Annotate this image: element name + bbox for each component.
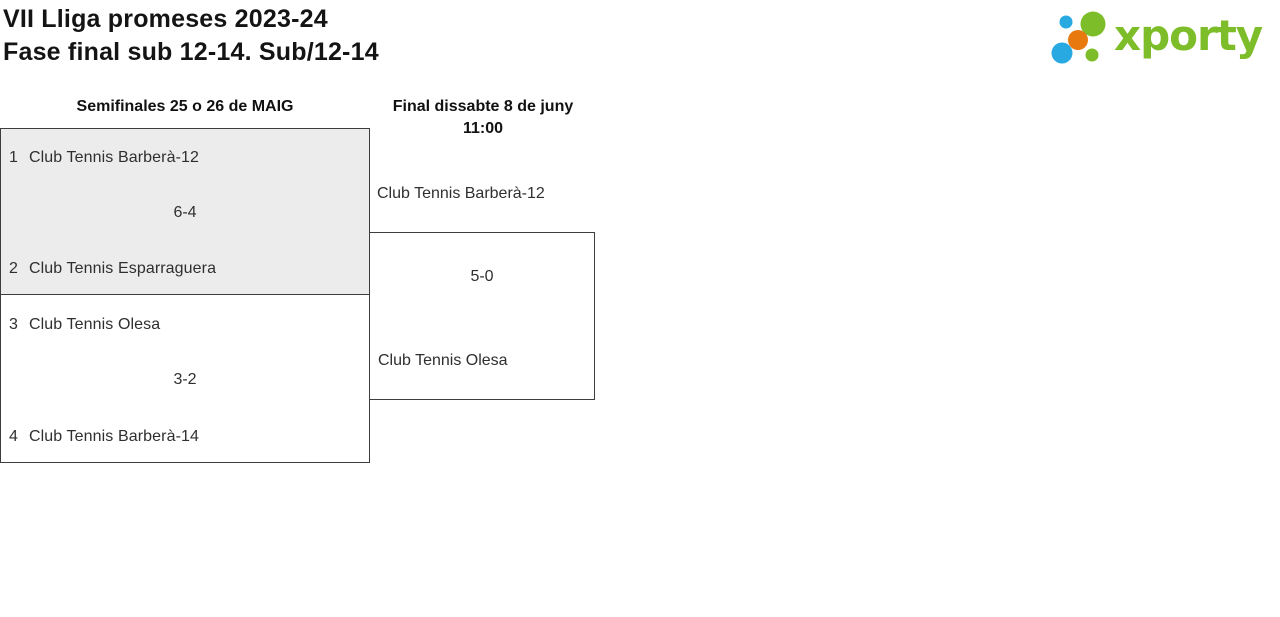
page-header: VII Lliga promeses 2023-24 Fase final su… xyxy=(3,3,379,69)
team-entry-seed-4[interactable]: 4 Club Tennis Barberà-14 xyxy=(9,427,363,446)
team-name: Club Tennis Barberà-14 xyxy=(29,428,200,445)
team-seed: 3 xyxy=(9,316,18,333)
team-seed: 4 xyxy=(9,428,18,445)
xporty-logo[interactable]: xporty xyxy=(1048,5,1276,67)
round-header-semifinals-label: Semifinales 25 o 26 de MAIG xyxy=(76,98,294,115)
team-name: Club Tennis Olesa xyxy=(29,316,161,333)
match-score-semifinal-2: 3-2 xyxy=(173,371,197,388)
round-header-final-time: 11:00 xyxy=(462,120,504,137)
final-team-2[interactable]: Club Tennis Olesa xyxy=(378,352,508,369)
match-score-final: 5-0 xyxy=(470,268,494,285)
tournament-title: VII Lliga promeses 2023-24 xyxy=(3,5,328,33)
round-header-final-label: Final dissabte 8 de juny xyxy=(392,98,574,115)
team-name: Club Tennis Esparraguera xyxy=(29,260,217,277)
xporty-logo-mark-icon xyxy=(1051,11,1106,64)
match-score-semifinal-1: 6-4 xyxy=(173,204,197,221)
match-box-final[interactable]: 5-0 Club Tennis Olesa xyxy=(369,232,595,400)
final-team-1[interactable]: Club Tennis Barberà-12 xyxy=(377,185,545,202)
team-seed: 2 xyxy=(9,260,18,277)
tournament-subtitle: Fase final sub 12-14. Sub/12-14 xyxy=(3,38,379,66)
xporty-logo-wordmark: xporty xyxy=(1114,11,1263,60)
match-box-semifinal-2[interactable]: 3 Club Tennis Olesa 3-2 4 Club Tennis Ba… xyxy=(0,294,370,463)
match-box-semifinal-1[interactable]: 1 Club Tennis Barberà-12 6-4 2 Club Tenn… xyxy=(0,128,370,295)
team-entry-seed-2[interactable]: 2 Club Tennis Esparraguera xyxy=(9,259,363,278)
round-header-final: Final dissabte 8 de juny 11:00 xyxy=(370,96,596,140)
team-entry-seed-3[interactable]: 3 Club Tennis Olesa xyxy=(9,315,363,334)
round-header-semifinals: Semifinales 25 o 26 de MAIG xyxy=(0,96,370,118)
team-seed: 1 xyxy=(9,149,18,166)
team-entry-seed-1[interactable]: 1 Club Tennis Barberà-12 xyxy=(9,148,363,167)
team-name: Club Tennis Barberà-12 xyxy=(29,149,200,166)
